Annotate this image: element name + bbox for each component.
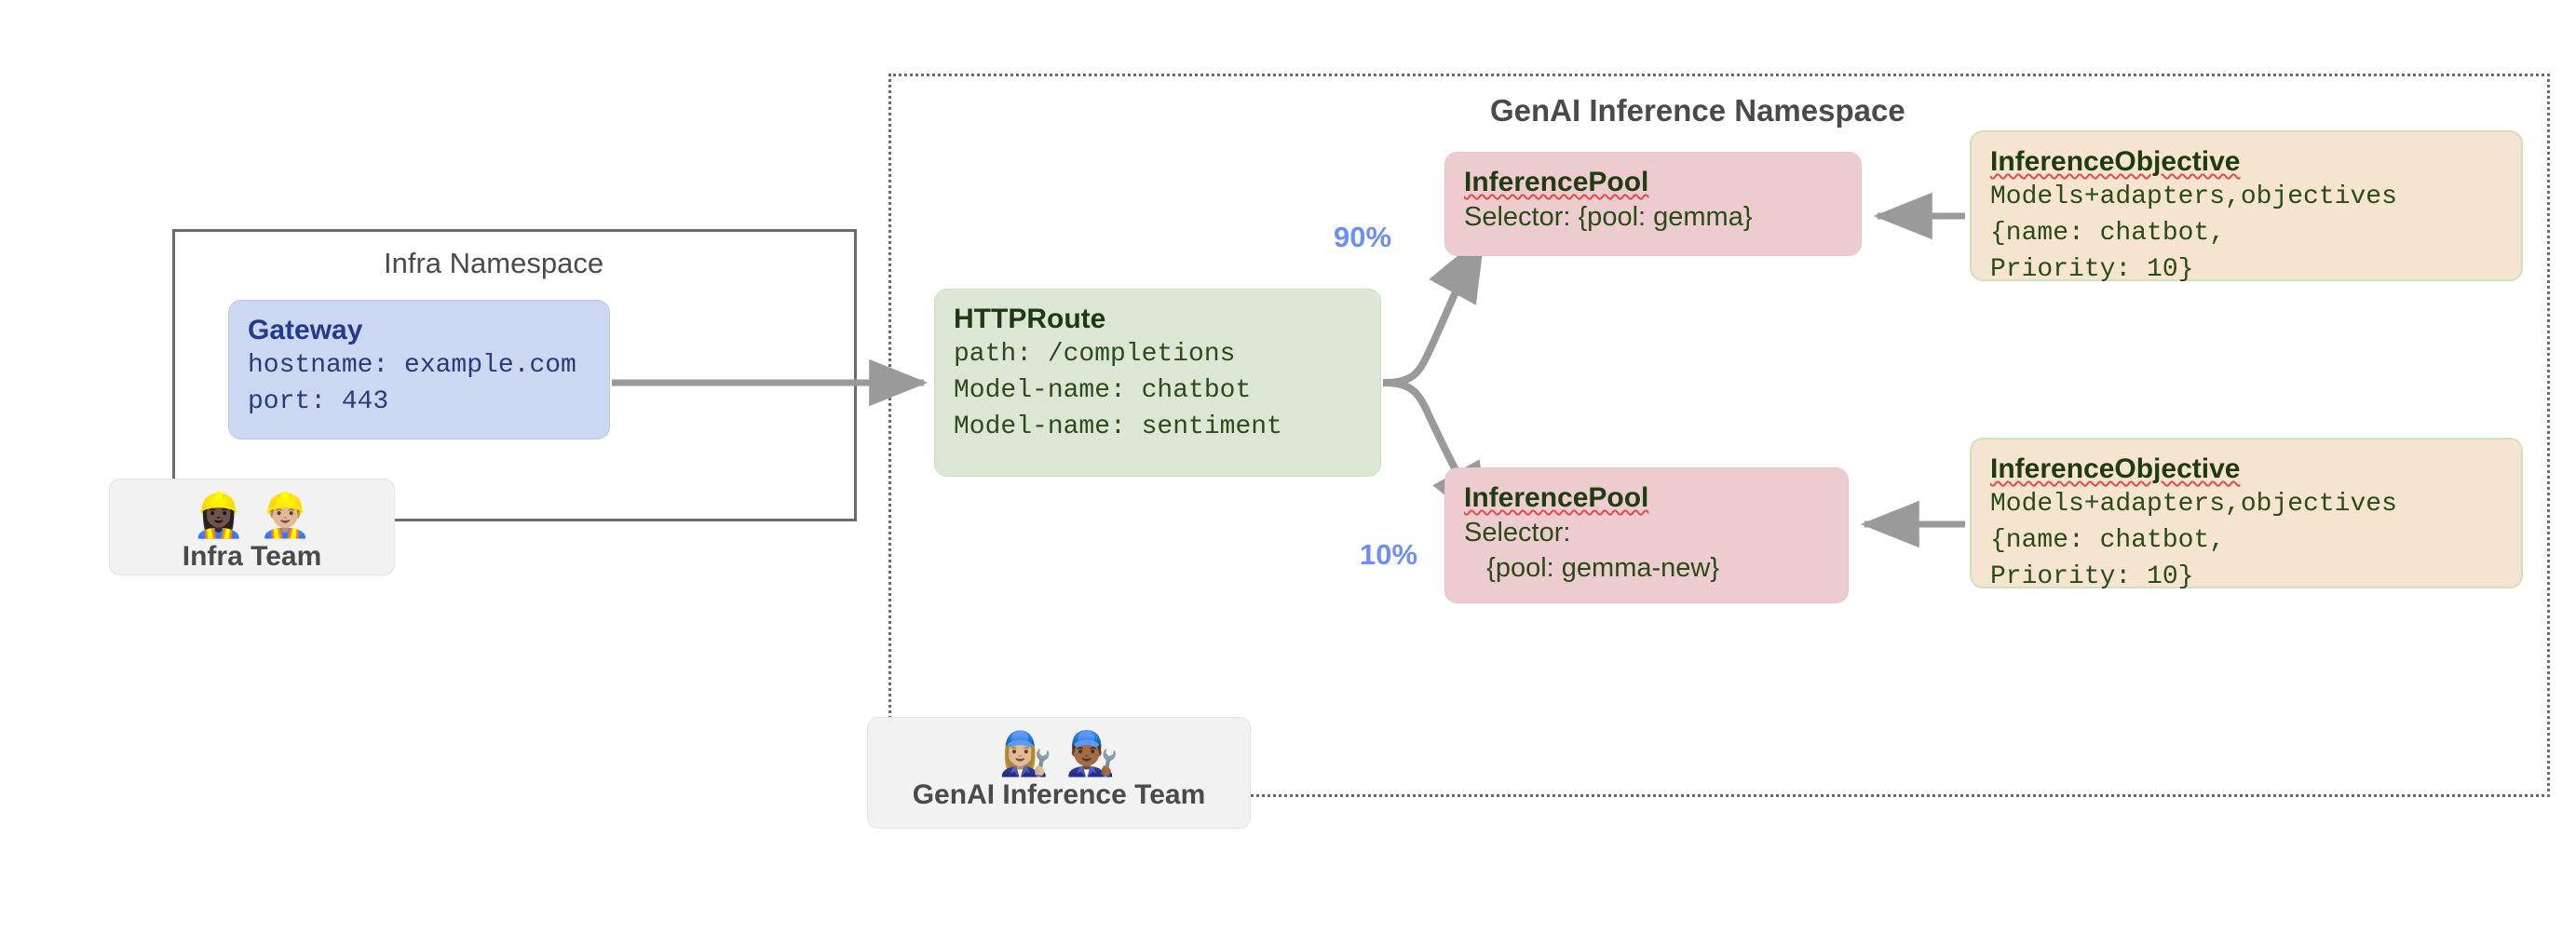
inferenceobjective-models-line: Models+adapters,objectives — [1990, 490, 2397, 520]
construction-workers-icon: 👷🏿‍♀️👷🏼‍♂️ — [192, 491, 325, 539]
inferenceobjective-title: InferenceObjective — [1990, 453, 2241, 484]
httproute-card[interactable]: HTTPRoute path: /completions Model-name:… — [934, 289, 1381, 477]
inferenceobjective-name-line: {name: chatbot, — [1990, 526, 2226, 556]
inferencepool-card-gemma[interactable]: InferencePool Selector: {pool: gemma} — [1444, 152, 1862, 256]
inferenceobjective-card-bottom[interactable]: InferenceObjective Models+adapters,objec… — [1970, 438, 2523, 591]
inferenceobjective-priority-line: Priority: 10} — [1990, 254, 2194, 284]
httproute-title: HTTPRoute — [954, 304, 1106, 334]
inferenceobjective-title: InferenceObjective — [1990, 146, 2241, 177]
infra-team-chip[interactable]: 👷🏿‍♀️👷🏼‍♂️ Infra Team — [109, 479, 395, 575]
httproute-path: path: /completions — [954, 340, 1236, 370]
httproute-model-name-chatbot: Model-name: chatbot — [954, 376, 1252, 406]
inferenceobjective-name-line: {name: chatbot, — [1990, 219, 2226, 249]
inferenceobjective-card-top[interactable]: InferenceObjective Models+adapters,objec… — [1970, 130, 2523, 284]
inferencepool-title: InferencePool — [1464, 482, 1649, 513]
inferencepool-selector-label: Selector: — [1464, 518, 1571, 548]
infra-namespace-title: Infra Namespace — [384, 247, 604, 279]
edge-weight-label-10: 10% — [1360, 538, 1418, 571]
infra-team-label: Infra Team — [182, 541, 322, 573]
inferencepool-selector-value: {pool: gemma-new} — [1464, 552, 1720, 583]
genai-inference-namespace-title: GenAI Inference Namespace — [1490, 93, 1905, 128]
edge-weight-label-90: 90% — [1334, 221, 1392, 253]
gateway-hostname: hostname: example.com — [248, 351, 576, 381]
inferencepool-title: InferencePool — [1464, 167, 1649, 197]
gateway-title: Gateway — [248, 315, 363, 345]
genai-inference-team-chip[interactable]: 👩🏼‍🔧👨🏾‍🔧 GenAI Inference Team — [867, 717, 1251, 829]
inferencepool-selector: Selector: {pool: gemma} — [1464, 202, 1753, 233]
httproute-model-name-sentiment: Model-name: sentiment — [954, 412, 1282, 441]
inferenceobjective-models-line: Models+adapters,objectives — [1990, 183, 2397, 212]
genai-inference-team-label: GenAI Inference Team — [912, 779, 1206, 811]
mechanics-icon: 👩🏼‍🔧👨🏾‍🔧 — [998, 729, 1132, 778]
infra-namespace-boundary — [172, 229, 857, 521]
gateway-port: port: 443 — [248, 387, 389, 417]
inferencepool-card-gemma-new[interactable]: InferencePool Selector: {pool: gemma-new… — [1444, 467, 1849, 603]
genai-inference-namespace-boundary — [888, 74, 2550, 797]
inferenceobjective-priority-line: Priority: 10} — [1990, 561, 2194, 591]
gateway-card[interactable]: Gateway hostname: example.com port: 443 — [228, 300, 610, 439]
